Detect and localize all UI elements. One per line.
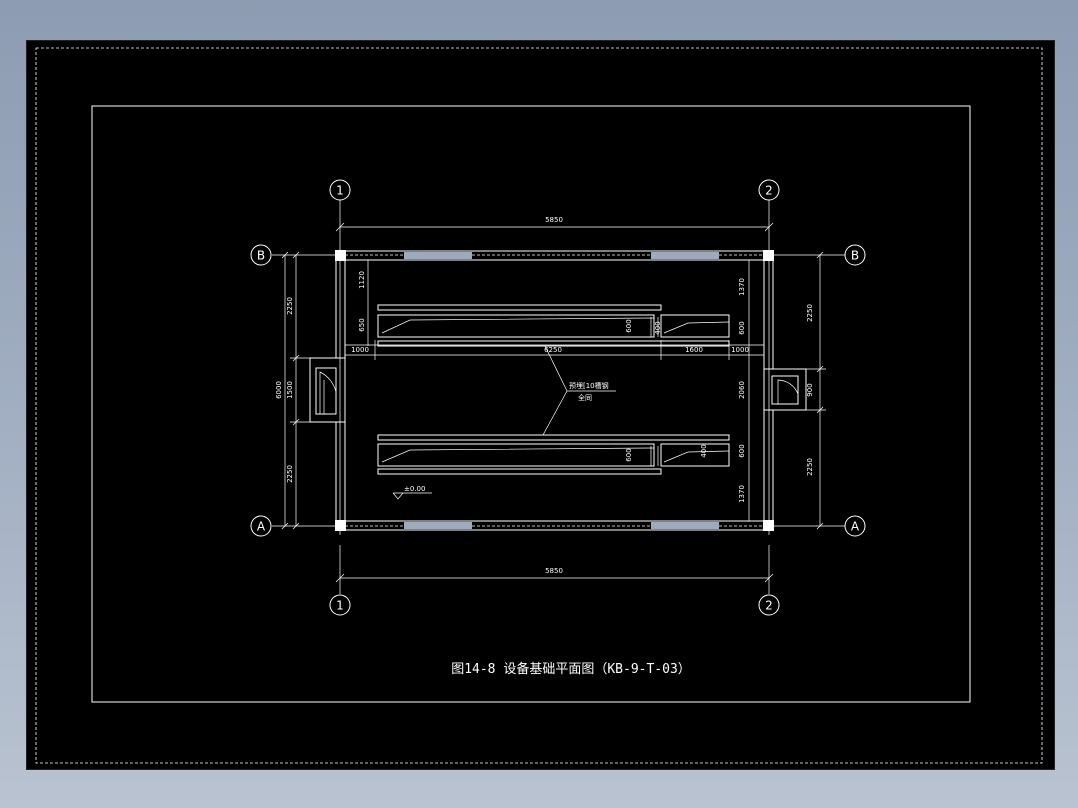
- axis-label-1-top: 1: [336, 184, 344, 198]
- svg-text:1370: 1370: [738, 485, 746, 503]
- dim-bottom-overall: 5850: [335, 567, 774, 583]
- door-left: [309, 357, 346, 423]
- foundation-upper: [345, 304, 764, 347]
- svg-text:1000: 1000: [351, 346, 369, 354]
- axis-label-a-left: A: [257, 520, 266, 534]
- axis-bubble-a-right: A: [844, 515, 866, 537]
- dim-left-chain: 6000 2250 1500 2250: [275, 251, 336, 530]
- inner-title-frame: [91, 105, 971, 703]
- outer-dashed-frame: [35, 47, 1043, 764]
- dim-inner-right: 1370 600 2060 600 1370 600 400 600 400: [625, 260, 750, 521]
- elevation-text: ±0.00: [404, 485, 425, 493]
- axis-bubble-b-left: B: [250, 244, 272, 266]
- svg-text:600: 600: [738, 444, 746, 457]
- leader-text-1: 预埋[10槽钢: [569, 381, 609, 390]
- dim-top-overall: 5850: [335, 216, 774, 232]
- elevation-mark: ±0.00: [392, 485, 432, 500]
- svg-text:1000: 1000: [731, 346, 749, 354]
- axis-bubble-1-top: 1: [329, 179, 351, 201]
- axis-bubble-a-left: A: [250, 515, 272, 537]
- svg-text:2250: 2250: [286, 465, 294, 483]
- svg-text:900: 900: [806, 383, 814, 396]
- axis-bubble-b-right: B: [844, 244, 866, 266]
- svg-text:2250: 2250: [806, 304, 814, 322]
- axis-label-2-bottom: 2: [765, 599, 773, 613]
- windows: [345, 252, 764, 529]
- axis-label-b-right: B: [851, 249, 859, 263]
- axis-bubble-2-top: 2: [758, 179, 780, 201]
- svg-text:400: 400: [700, 444, 708, 457]
- svg-text:6250: 6250: [544, 346, 562, 354]
- svg-text:2060: 2060: [738, 381, 746, 399]
- svg-text:1500: 1500: [286, 381, 294, 399]
- leader-note: 预埋[10槽钢 全同: [542, 345, 616, 436]
- leader-text-2: 全同: [578, 393, 592, 402]
- foundation-lower: [377, 434, 730, 475]
- axis-lines: [272, 200, 845, 594]
- axis-label-b-left: B: [257, 249, 265, 263]
- axis-bubble-1-bottom: 1: [329, 594, 351, 616]
- axis-label-a-right: A: [851, 520, 860, 534]
- svg-text:1600: 1600: [685, 346, 703, 354]
- svg-text:600: 600: [738, 321, 746, 334]
- svg-text:6000: 6000: [275, 381, 283, 399]
- svg-text:1370: 1370: [738, 278, 746, 296]
- svg-text:2250: 2250: [286, 297, 294, 315]
- svg-text:1120: 1120: [358, 271, 366, 289]
- svg-text:5850: 5850: [545, 216, 563, 224]
- walls: [335, 250, 774, 531]
- cad-viewport[interactable]: [26, 40, 1055, 770]
- svg-text:650: 650: [358, 318, 366, 331]
- axis-bubble-2-bottom: 2: [758, 594, 780, 616]
- svg-text:5850: 5850: [545, 567, 563, 575]
- axis-label-2-top: 2: [765, 184, 773, 198]
- door-right: [763, 368, 807, 411]
- drawing-caption: 图14-8 设备基础平面图（KB-9-T-03）: [451, 661, 691, 677]
- svg-text:600: 600: [625, 319, 633, 332]
- svg-text:2250: 2250: [806, 458, 814, 476]
- dim-inner-left: 1120 650: [358, 260, 369, 346]
- dim-right-chain: 2250 900 2250: [806, 251, 826, 530]
- dim-row-horizontal: 1000 6250 1600 1000: [345, 340, 764, 360]
- axis-label-1-bottom: 1: [336, 599, 344, 613]
- svg-text:400: 400: [654, 321, 662, 334]
- svg-text:600: 600: [625, 448, 633, 461]
